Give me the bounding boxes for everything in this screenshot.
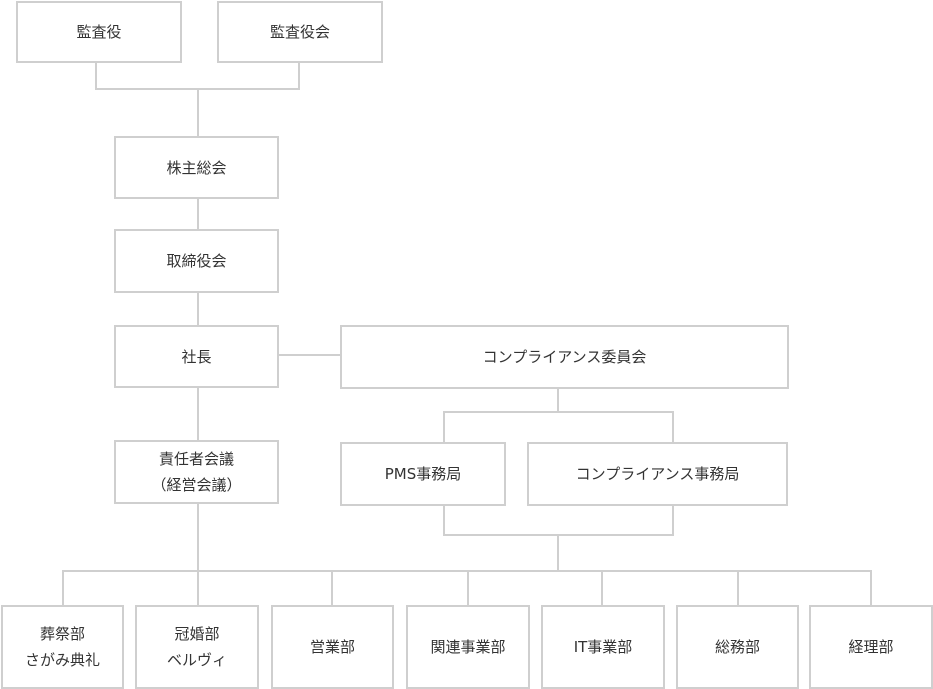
funeral-department-box: 葬祭部 さがみ典礼 — [1, 605, 124, 689]
shareholders-meeting-box: 株主総会 — [114, 136, 279, 199]
pms-office-label: PMS事務局 — [384, 465, 462, 483]
management-meeting-label: （経営会議） — [151, 476, 242, 494]
board-of-directors-label: 取締役会 — [166, 252, 227, 270]
president-label: 社長 — [181, 347, 212, 366]
shareholders-meeting-label: 株主総会 — [166, 158, 227, 177]
board-of-auditors-box: 監査役会 — [217, 1, 383, 63]
wedding-department-box: 冠婚部 ベルヴィ — [135, 605, 259, 689]
compliance-office-label: コンプライアンス事務局 — [575, 465, 740, 483]
auditor-box: 監査役 — [16, 1, 182, 63]
general-affairs-department-box: 総務部 — [676, 605, 799, 689]
sales-department-box: 営業部 — [271, 605, 394, 689]
general-affairs-department-label: 総務部 — [714, 638, 760, 656]
accounting-department-box: 経理部 — [809, 605, 933, 689]
accounting-department-label: 経理部 — [848, 638, 894, 656]
wedding-brand-label: ベルヴィ — [166, 651, 227, 669]
funeral-department-label: 葬祭部 — [39, 625, 85, 643]
responsibility-meeting-box: 責任者会議 （経営会議） — [114, 440, 279, 504]
related-business-department-label: 関連事業部 — [430, 638, 506, 656]
wedding-department-label: 冠婚部 — [174, 625, 220, 643]
it-business-department-label: IT事業部 — [573, 638, 633, 656]
board-of-directors-box: 取締役会 — [114, 229, 279, 293]
compliance-committee-box: コンプライアンス委員会 — [340, 325, 789, 389]
sales-department-label: 営業部 — [309, 638, 355, 656]
funeral-brand-label: さがみ典礼 — [24, 651, 100, 669]
president-box: 社長 — [114, 325, 279, 388]
compliance-committee-label: コンプライアンス委員会 — [482, 348, 647, 366]
pms-office-box: PMS事務局 — [340, 442, 506, 506]
compliance-office-box: コンプライアンス事務局 — [527, 442, 788, 506]
auditor-label: 監査役 — [76, 23, 122, 41]
related-business-department-box: 関連事業部 — [406, 605, 530, 689]
board-of-auditors-label: 監査役会 — [269, 23, 330, 41]
it-business-department-box: IT事業部 — [541, 605, 665, 689]
responsibility-meeting-label: 責任者会議 — [158, 450, 234, 468]
